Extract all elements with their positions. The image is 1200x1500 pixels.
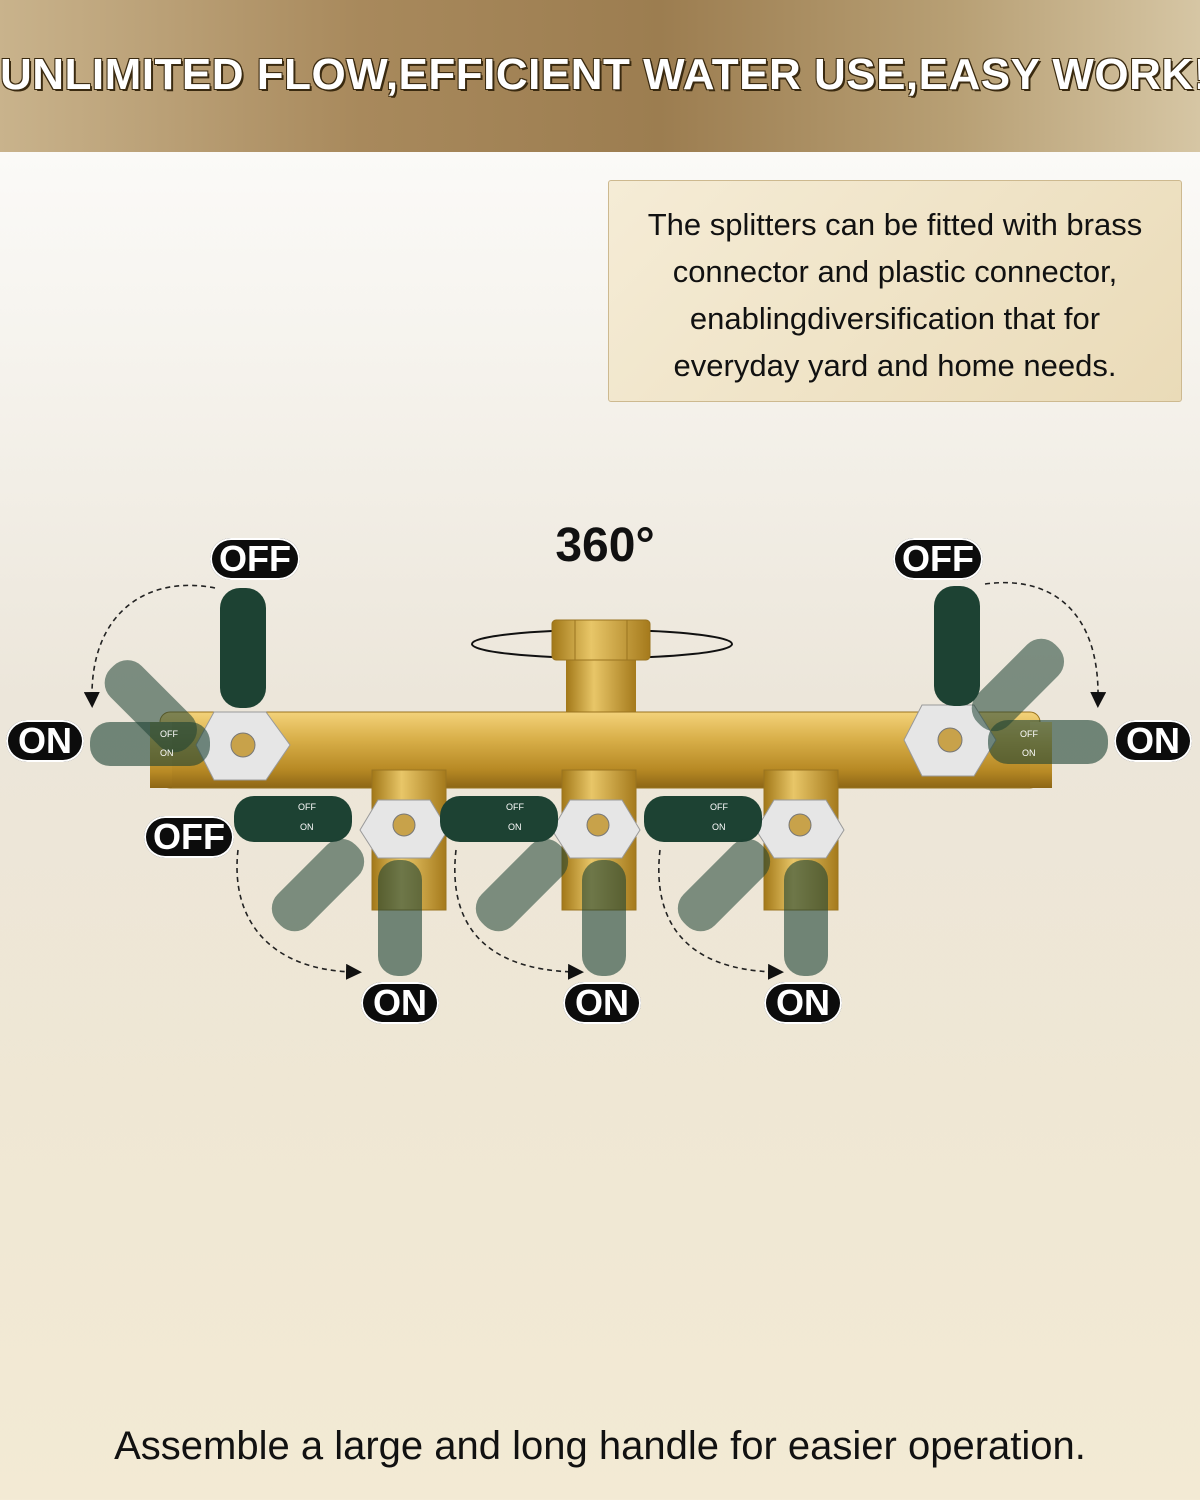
valve-nuts: [195, 704, 997, 859]
manifold-diagram: OFF ON OFF ON OFF ON OFF ON OFF ON: [83, 581, 1108, 980]
handle-b3-on: [784, 860, 828, 976]
label-b1-off: OFF: [144, 816, 234, 858]
handle-text-on: ON: [508, 822, 522, 832]
handle-b2-mid: [475, 838, 569, 932]
handle-b1-off: [234, 796, 352, 842]
handle-text-off: OFF: [1020, 729, 1038, 739]
handle-right-on: [988, 720, 1108, 764]
handle-text-off: OFF: [506, 802, 524, 812]
handle-text-off: OFF: [160, 729, 178, 739]
arrow-left-icon: [83, 584, 216, 708]
info-line-4: everyday yard and home needs.: [673, 348, 1117, 383]
arrow-b3-icon: [658, 849, 784, 980]
arrow-b1-icon: [236, 849, 362, 980]
handle-left-mid: [104, 660, 197, 753]
handle-b3-off: [644, 796, 762, 842]
handle-b3-mid: [677, 838, 771, 932]
handle-b2-off: [440, 796, 558, 842]
handle-b1-on: [378, 860, 422, 976]
handle-right-mid: [971, 638, 1065, 732]
page-title: UNLIMITED FLOW,EFFICIENT WATER USE,EASY …: [0, 50, 1200, 99]
label-left-off: OFF: [210, 538, 300, 580]
handle-text-on: ON: [1022, 748, 1036, 758]
handle-texts: OFF ON OFF ON OFF ON OFF ON OFF ON: [160, 729, 1038, 832]
rotation-arrows: [83, 581, 1107, 980]
valve-handles: [90, 586, 1108, 976]
top-inlet: [551, 619, 651, 720]
handle-b2-on: [582, 860, 626, 976]
info-line-2: connector and plastic connector,: [672, 254, 1118, 289]
handle-text-on: ON: [160, 748, 174, 758]
label-left-on: ON: [6, 720, 84, 762]
info-line-1: The splitters can be fitted with brass: [647, 207, 1143, 242]
label-b3-on: ON: [764, 982, 842, 1024]
footer-caption: Assemble a large and long handle for eas…: [114, 1424, 1086, 1468]
header-banner: UNLIMITED FLOW,EFFICIENT WATER USE,EASY …: [0, 0, 1200, 152]
arrow-b2-icon: [454, 849, 584, 980]
label-right-on: ON: [1114, 720, 1192, 762]
handle-left-off: [220, 588, 266, 708]
info-line-3: enablingdiversification that for: [689, 301, 1101, 336]
handle-text-on: ON: [300, 822, 314, 832]
label-right-off: OFF: [893, 538, 983, 580]
label-b1-on: ON: [361, 982, 439, 1024]
handle-b1-mid: [271, 838, 365, 932]
label-b2-on: ON: [563, 982, 641, 1024]
handle-text-off: OFF: [710, 802, 728, 812]
handle-text-on: ON: [712, 822, 726, 832]
rotation-label: 360°: [555, 519, 655, 572]
handle-text-off: OFF: [298, 802, 316, 812]
handle-right-off: [934, 586, 980, 706]
info-box: The splitters can be fitted with brass c…: [608, 180, 1182, 402]
